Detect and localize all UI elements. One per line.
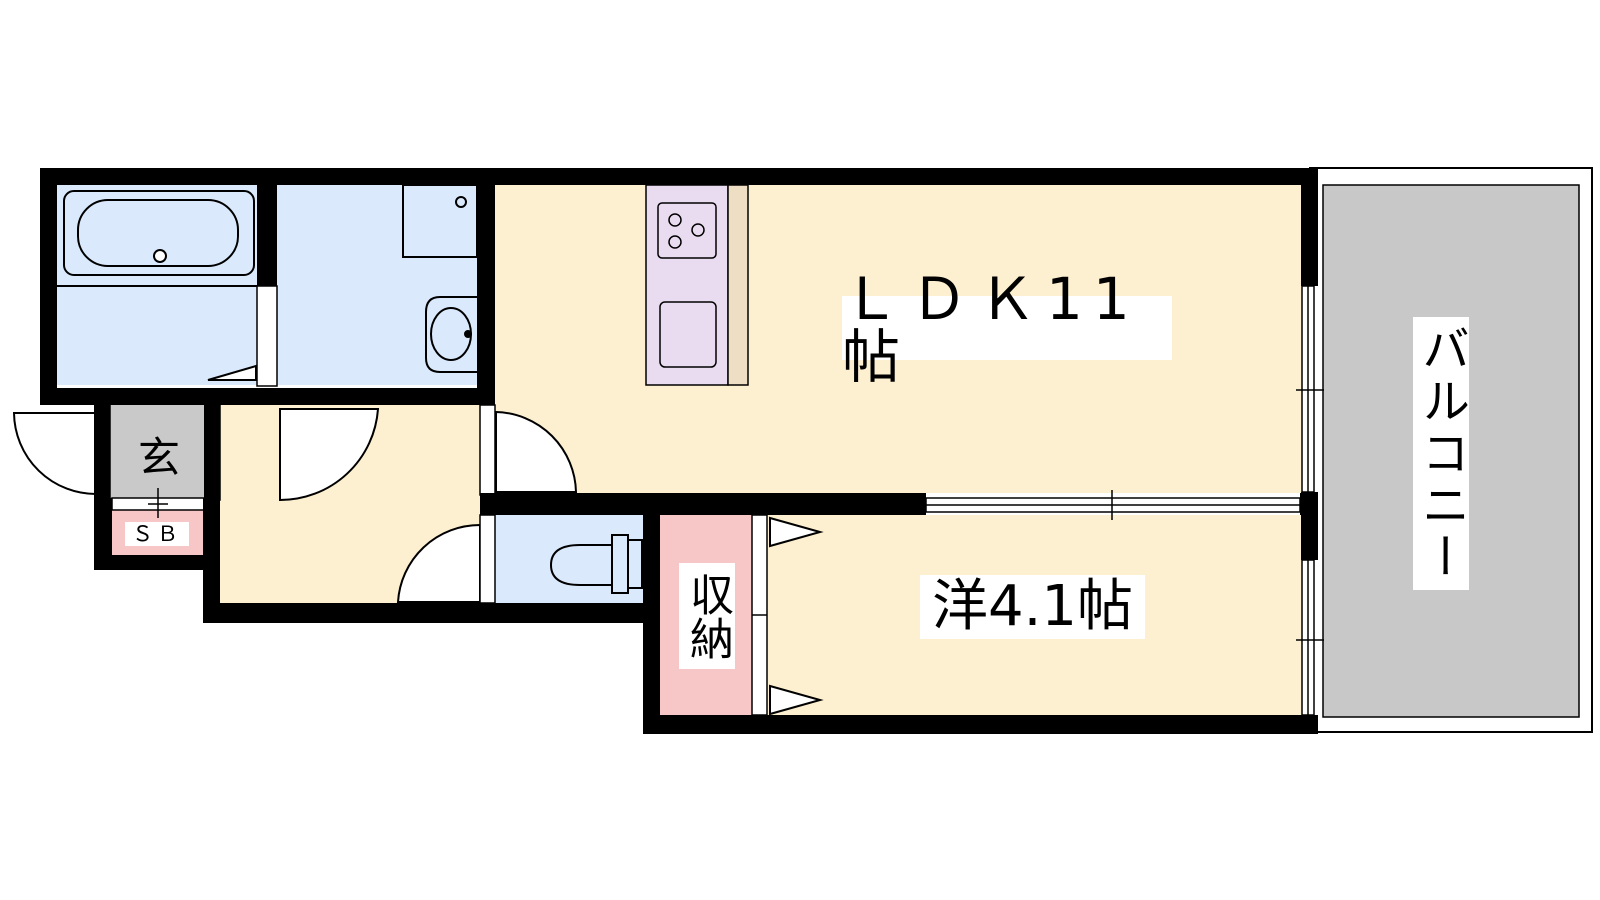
bathtub [57,190,257,381]
closet-door-bottom [769,684,824,716]
doors [12,408,824,716]
walls [40,168,1318,734]
western-room-label: 洋4.1帖 [920,575,1145,639]
storage-label: 収納 [679,563,735,669]
toilet-door [396,523,481,603]
ldk-label: ＬＤＫ11帖 [842,270,1172,386]
washbasin [402,184,478,373]
entrance-label: 玄 [134,433,184,483]
windows [96,285,1324,716]
front-door [12,412,98,496]
kitchen-counter [645,184,749,386]
balcony-label: バルコニー [1413,317,1469,590]
closet-door-top [769,516,824,548]
stove [657,202,717,259]
balcony [1309,167,1593,733]
shoebox-label: ＳＢ [125,522,189,546]
kitchen-door [495,410,578,493]
washroom-door [279,408,380,502]
sink [659,301,717,368]
toilet [549,534,643,594]
